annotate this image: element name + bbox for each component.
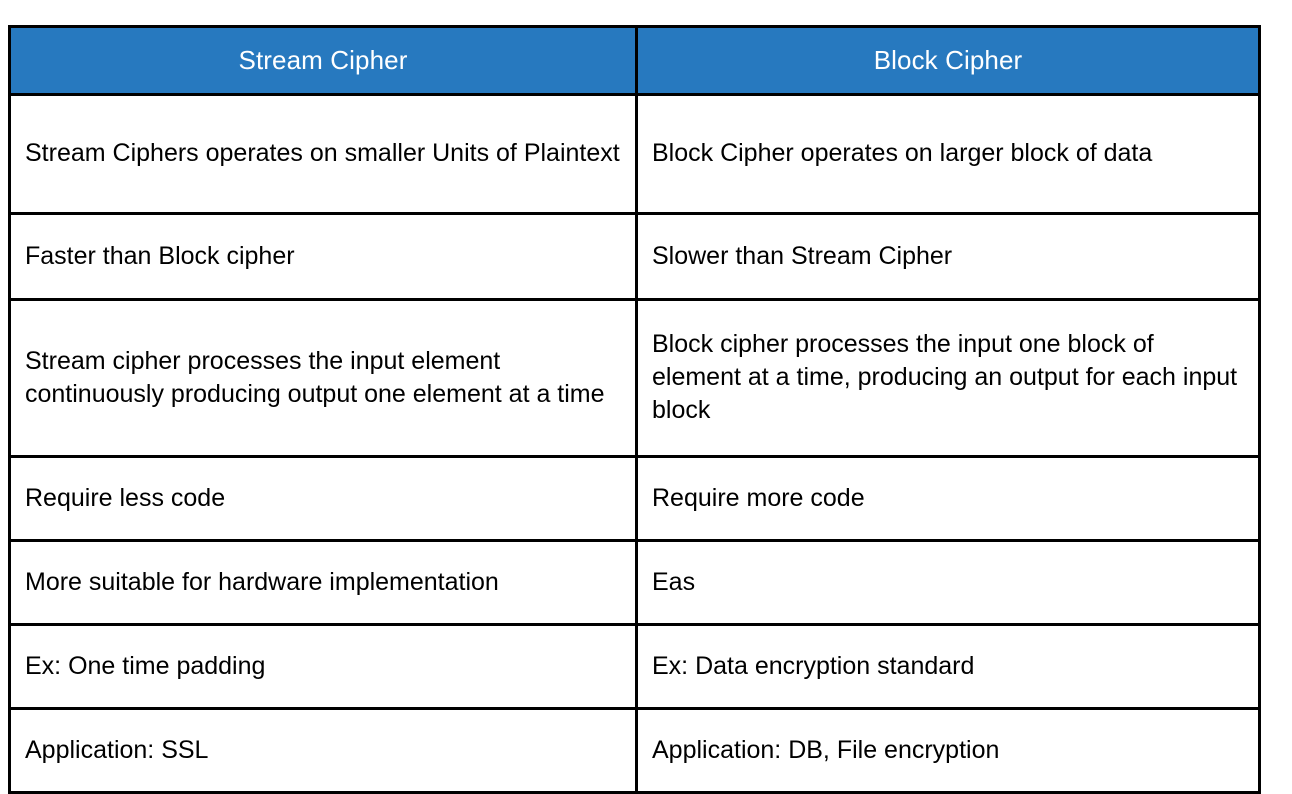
cell-stream-5: Ex: One time padding: [8, 623, 638, 710]
table-row: Faster than Block cipher Slower than Str…: [8, 212, 1261, 301]
column-header-stream-cipher: Stream Cipher: [8, 25, 638, 96]
table-body: Stream Ciphers operates on smaller Units…: [8, 93, 1261, 794]
cell-stream-6: Application: SSL: [8, 707, 638, 794]
table-row: Ex: One time padding Ex: Data encryption…: [8, 623, 1261, 710]
cell-block-4: Eas: [635, 539, 1261, 626]
cell-text: Stream cipher processes the input elemen…: [25, 346, 605, 408]
cell-text: Stream Ciphers operates on smaller Units…: [25, 139, 620, 167]
table-row: Stream cipher processes the input elemen…: [8, 298, 1261, 458]
cell-block-2: Block cipher processes the input one blo…: [635, 298, 1261, 458]
cell-stream-2: Stream cipher processes the input elemen…: [8, 298, 638, 458]
cell-text: Ex: Data encryption standard: [652, 651, 975, 680]
cipher-comparison-table: Stream Cipher Block Cipher Stream Cipher…: [8, 25, 1261, 794]
cell-text: Faster than Block cipher: [25, 241, 295, 270]
cell-stream-0: Stream Ciphers operates on smaller Units…: [8, 93, 638, 215]
cell-stream-4: More suitable for hardware implementatio…: [8, 539, 638, 626]
cell-stream-1: Faster than Block cipher: [8, 212, 638, 301]
column-header-stream-cipher-label: Stream Cipher: [238, 45, 408, 75]
cell-block-0: Block Cipher operates on larger block of…: [635, 93, 1261, 215]
table-header: Stream Cipher Block Cipher: [8, 25, 1261, 96]
table-header-row: Stream Cipher Block Cipher: [8, 25, 1261, 96]
table-row: Application: SSL Application: DB, File e…: [8, 707, 1261, 794]
table-row: More suitable for hardware implementatio…: [8, 539, 1261, 626]
column-header-block-cipher-label: Block Cipher: [873, 45, 1023, 75]
cell-text: Application: SSL: [25, 735, 209, 764]
cell-block-1: Slower than Stream Cipher: [635, 212, 1261, 301]
cell-block-3: Require more code: [635, 455, 1261, 542]
cell-block-5: Ex: Data encryption standard: [635, 623, 1261, 710]
column-header-block-cipher: Block Cipher: [635, 25, 1261, 96]
cell-block-6: Application: DB, File encryption: [635, 707, 1261, 794]
cell-text: Require more code: [652, 483, 865, 512]
cell-text: Block cipher processes the input one blo…: [652, 330, 1238, 424]
cell-text: Ex: One time padding: [25, 651, 266, 680]
cell-text: More suitable for hardware implementatio…: [25, 567, 499, 596]
table-row: Stream Ciphers operates on smaller Units…: [8, 93, 1261, 215]
page-root: Stream Cipher Block Cipher Stream Cipher…: [8, 25, 1261, 794]
cell-stream-3: Require less code: [8, 455, 638, 542]
cell-text: Require less code: [25, 483, 226, 512]
cell-text: Eas: [652, 567, 696, 596]
cell-text: Block Cipher operates on larger block of…: [652, 139, 1153, 167]
cell-text: Application: DB, File encryption: [652, 735, 1000, 764]
table-row: Require less code Require more code: [8, 455, 1261, 542]
cell-text: Slower than Stream Cipher: [652, 241, 953, 270]
